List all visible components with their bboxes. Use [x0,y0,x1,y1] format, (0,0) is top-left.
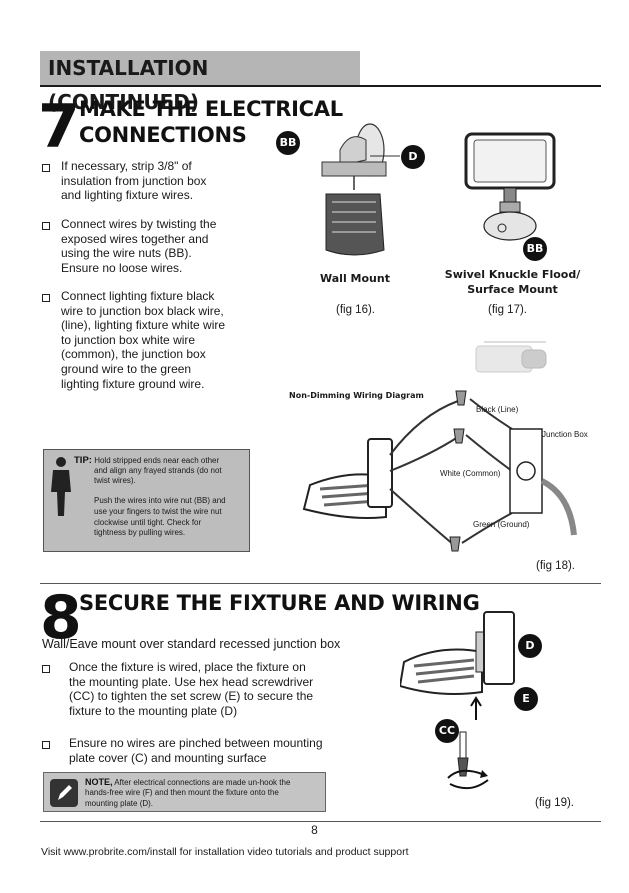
label-d-icon: D [518,634,542,658]
tip-line: clockwise until tight. Check for [94,518,202,527]
junction-box-label: Junction Box [542,430,588,439]
tip-line: tightness by pulling wires. [94,528,186,537]
tip-line: and align any frayed strands (do not [94,466,222,475]
person-icon [51,457,71,516]
step-7-bullet-1: If necessary, strip 3/8" of insulation f… [42,159,257,203]
footer-text: Visit www.probrite.com/install for insta… [41,846,409,858]
label-bb-icon: BB [523,237,547,261]
step-7-bullet-3: Connect lighting fixture black wire to j… [42,289,257,391]
section-title: INSTALLATION (CONTINUED) [48,56,209,114]
label-d-icon: D [401,145,425,169]
tip-line: Hold stripped ends near each other [94,456,220,465]
bullet-line: lighting fixture ground wire. [61,376,205,391]
step-8-title: SECURE THE FIXTURE AND WIRING [79,591,480,615]
wiring-diagram [302,390,577,552]
checkbox-icon [42,741,50,749]
wire-nut-inset-illustration [475,341,547,373]
step-7-number: 7 [38,92,80,162]
fig-19-label: (fig 19). [535,797,574,809]
step-8-subtitle: Wall/Eave mount over standard recessed j… [42,637,341,651]
bullet-line: wire to junction box black wire, [61,303,224,318]
bullet-line: If necessary, strip 3/8" of [61,159,192,173]
pencil-note-icon [50,779,78,807]
bullet-line: (common), the junction box [61,347,206,362]
bullet-line: (CC) to tighten the set screw (E) to sec… [69,689,314,704]
step-7-bullet-2: Connect wires by twisting the exposed wi… [42,217,257,275]
bullet-line: Connect wires by twisting the [61,217,217,231]
label-e-icon: E [514,687,538,711]
note-line: After electrical connections are made un… [114,778,291,787]
bullet-line: insulation from junction box [61,173,207,188]
checkbox-icon [42,294,50,302]
step-8-bullet-1: Once the fixture is wired, place the fix… [42,660,342,718]
tip-line: use your fingers to twist the wire nut [94,507,222,516]
page-number: 8 [311,823,318,837]
tip-label: TIP: [74,455,92,466]
bullet-line: Once the fixture is wired, place the fix… [69,660,306,674]
bullet-line: (line), lighting fixture white wire [61,318,226,333]
step-7-title-line1: MAKE THE ELECTRICAL [79,97,343,121]
tip-line: Push the wires into wire nut (BB) and [94,496,226,505]
black-wire-label: Black (Line) [476,405,519,414]
bullet-line: using the wire nuts (BB). [61,246,192,261]
bullet-line: ground wire to the green [61,361,192,376]
footer-divider [40,821,601,822]
bullet-line: Ensure no loose wires. [61,260,183,275]
tip-line: twist wires). [94,476,136,485]
fixture-install-illustration [400,611,515,790]
bullet-line: to junction box white wire [61,332,196,347]
bullet-line: fixture to the mounting plate (D) [69,703,238,718]
fig-16-label: (fig 16). [336,304,375,316]
section-header: INSTALLATION (CONTINUED) [40,51,360,114]
fig-17-label: (fig 17). [488,304,527,316]
note-box: NOTE, After electrical connections are m… [43,772,326,812]
note-line: hands-free wire (F) and then mount the f… [85,788,279,797]
tip-box: TIP: Hold stripped ends near each other … [43,449,250,552]
note-label: NOTE, [85,777,113,787]
bullet-line: and lighting fixture wires. [61,188,194,203]
green-wire-label: Green (Ground) [473,520,530,529]
checkbox-icon [42,222,50,230]
label-bb-icon: BB [276,131,300,155]
swivel-caption-line2: Surface Mount [467,283,558,296]
checkbox-icon [42,665,50,673]
label-cc-icon: CC [435,719,459,743]
step-8-number: 8 [40,583,82,653]
bullet-line: Connect lighting fixture black [61,289,215,303]
swivel-knuckle-illustration [464,132,556,241]
bullet-line: Ensure no wires are pinched between moun… [69,736,323,750]
swivel-caption-line1: Swivel Knuckle Flood/ [444,268,581,281]
fig-18-label: (fig 18). [536,560,575,572]
wiring-diagram-title: Non-Dimming Wiring Diagram [289,391,424,400]
header-rule [40,85,601,87]
step-8-bullet-2: Ensure no wires are pinched between moun… [42,736,342,765]
checkbox-icon [42,164,50,172]
note-line: mounting plate (D). [85,799,154,808]
bullet-line: the mounting plate. Use hex head screwdr… [69,674,314,689]
white-wire-label: White (Common) [440,469,501,478]
bullet-line: plate cover (C) and mounting surface [69,750,267,765]
step-7-title-line2: CONNECTIONS [79,123,247,147]
wall-mount-caption: Wall Mount [320,272,390,285]
bullet-line: exposed wires together and [61,231,209,246]
section-divider [40,583,601,584]
wall-mount-illustration [321,123,400,256]
